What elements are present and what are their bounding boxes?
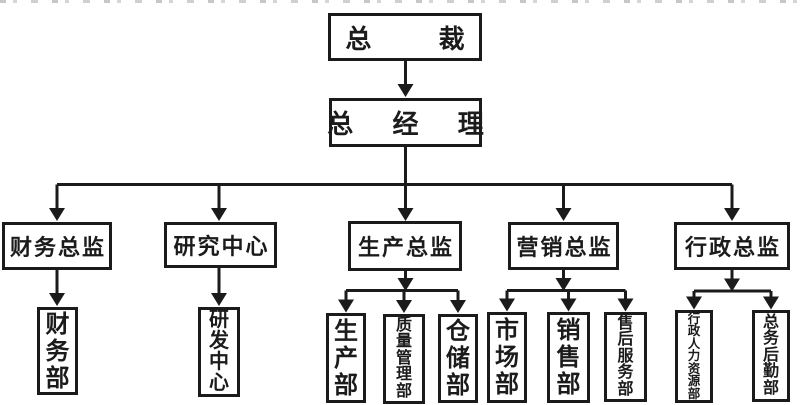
- edge-production-group: [344, 271, 460, 302]
- arrowhead-admin-director: [724, 208, 740, 221]
- arrowhead-research-center: [211, 208, 227, 221]
- edge-marketing-group: [505, 270, 627, 301]
- edge-admin-group: [692, 270, 773, 299]
- arrowhead-admin-rail: [724, 278, 740, 292]
- arrowhead-quality-dept: [396, 300, 412, 313]
- arrowhead-rd-center: [211, 293, 227, 306]
- node-admin-director-label: 行政总监: [684, 235, 781, 260]
- node-admin-hr-dept: 行政人力资源部: [675, 310, 713, 403]
- node-warehouse-dept-label: 仓储部: [446, 318, 470, 399]
- arrowhead-gm: [397, 84, 414, 97]
- arrowhead-finance-dept: [49, 293, 65, 306]
- arrowhead-marketing-rail: [555, 278, 572, 291]
- node-marketing-director-label: 营销总监: [516, 235, 613, 260]
- arrowhead-finance-director: [49, 208, 65, 221]
- node-quality-mgmt-dept-label: 质量管理部: [396, 316, 413, 400]
- edge-gm-directors-rail: [55, 147, 734, 210]
- node-production-director: 生产总监: [348, 221, 462, 271]
- node-quality-mgmt-dept: 质量管理部: [383, 314, 425, 404]
- node-warehouse-dept: 仓储部: [438, 314, 478, 403]
- node-after-sales-dept-label: 售后服务部: [617, 314, 634, 398]
- arrowhead-warehouse-dept: [450, 300, 466, 313]
- node-finance-director-label: 财务总监: [9, 235, 106, 260]
- node-general-manager: 总 经 理: [327, 98, 484, 147]
- arrowhead-sales-dept: [560, 298, 577, 312]
- node-finance-dept-label: 财务部: [45, 310, 70, 392]
- arrowhead-production-director: [397, 208, 414, 221]
- node-general-manager-label: 总 经 理: [327, 109, 500, 139]
- node-market-dept-label: 市场部: [495, 317, 519, 398]
- arrowhead-admin-hr-dept: [686, 296, 702, 310]
- arrowhead-marketing-director: [555, 208, 572, 221]
- node-president-label: 总 裁: [345, 23, 495, 54]
- node-production-dept-label: 生产部: [334, 317, 358, 399]
- node-production-dept: 生产部: [326, 313, 366, 403]
- node-sales-dept: 销售部: [547, 312, 590, 403]
- arrowhead-market-dept: [499, 298, 515, 312]
- node-rd-center: 研发中心: [198, 307, 240, 397]
- node-president: 总 裁: [328, 13, 482, 61]
- node-research-center: 研究中心: [164, 222, 277, 268]
- node-admin-hr-dept-label: 行政人力资源部: [687, 312, 701, 401]
- node-production-director-label: 生产总监: [357, 235, 454, 260]
- node-admin-director: 行政总监: [674, 222, 790, 270]
- node-finance-dept: 财务部: [37, 307, 78, 395]
- scan-artifact-strip: [0, 0, 800, 3]
- node-general-affairs-dept: 总务后勤部: [752, 310, 790, 402]
- node-research-center-label: 研究中心: [173, 234, 270, 259]
- node-sales-dept-label: 销售部: [556, 317, 581, 398]
- node-market-dept: 市场部: [487, 312, 527, 403]
- arrowhead-general-affairs-dept: [763, 296, 779, 310]
- arrowhead-production-rail: [397, 278, 414, 291]
- node-general-affairs-dept-label: 总务后勤部: [763, 313, 780, 397]
- node-marketing-director: 营销总监: [508, 222, 619, 270]
- node-rd-center-label: 研发中心: [209, 309, 229, 394]
- node-finance-director: 财务总监: [2, 222, 112, 270]
- arrowhead-aftersales-dept: [617, 298, 634, 312]
- arrowhead-production-dept: [338, 299, 354, 313]
- node-after-sales-dept: 售后服务部: [604, 312, 647, 402]
